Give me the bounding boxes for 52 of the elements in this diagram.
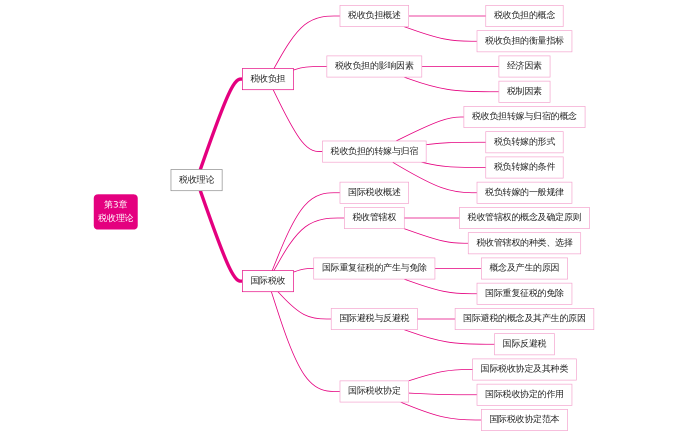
connector	[404, 76, 500, 92]
connector	[396, 116, 464, 142]
node-box: 税收负担的转嫁与归宿	[322, 140, 426, 163]
connector	[408, 392, 478, 396]
connector	[272, 89, 323, 152]
connector	[274, 218, 345, 271]
connector	[408, 369, 474, 382]
node-box: 国际税收协定及其种类	[472, 358, 577, 380]
node-box: 税收理论	[170, 169, 222, 192]
connector	[426, 142, 486, 146]
node-box: 概念及产生的原因	[481, 258, 568, 280]
node-box: 经济因素	[498, 56, 550, 78]
node-box: 税负转嫁的形式	[485, 131, 564, 154]
node-box: 税收管辖权	[344, 207, 405, 229]
node-box: 国际税收	[242, 270, 294, 292]
connector	[400, 402, 482, 420]
node-box: 税收负担	[242, 68, 294, 90]
connector	[417, 318, 456, 320]
node-box: 国际重复征税的产生与免除	[313, 258, 436, 280]
connector	[293, 66, 328, 70]
connector	[404, 278, 478, 294]
connector	[421, 66, 500, 67]
connector	[272, 192, 340, 271]
node-box: 税负转嫁的一般规律	[476, 182, 572, 204]
connector	[404, 228, 469, 244]
node-box: 税收负担的影响因素	[326, 56, 422, 78]
node-box: 国际避税与反避税	[330, 308, 418, 330]
node-box: 税收负担的概念	[485, 5, 564, 27]
connector	[278, 291, 332, 320]
connector	[404, 26, 478, 42]
node-box: 税收管辖权的概念及确定原则	[459, 207, 590, 229]
connector	[421, 162, 486, 168]
node-box: 国际避税的概念及其产生的原因	[454, 308, 594, 330]
connector	[270, 291, 340, 392]
connector	[434, 268, 482, 269]
node-box: 国际反避税	[494, 333, 555, 356]
connector	[274, 16, 340, 69]
node-box: 税收管辖权的种类、选择	[468, 232, 582, 254]
node-box: 税负转嫁的条件	[485, 156, 564, 178]
connector	[392, 162, 478, 194]
connector	[404, 329, 495, 345]
node-box: 国际税收协定	[340, 380, 409, 402]
connector	[198, 77, 242, 170]
connector	[293, 268, 314, 272]
node-box: 税收负担的衡量指标	[476, 30, 572, 52]
node-box: 国际税收协定的作用	[476, 384, 572, 406]
node-box: 税收负担转嫁与归宿的概念	[464, 106, 586, 128]
node-box: 国际税收协定范本	[481, 409, 568, 431]
node-box: 国际税收概述	[340, 182, 409, 204]
node-box: 国际重复征税的免除	[476, 282, 572, 305]
node-box: 税制因素	[498, 80, 550, 103]
node-box: 税收负担概述	[340, 5, 409, 27]
